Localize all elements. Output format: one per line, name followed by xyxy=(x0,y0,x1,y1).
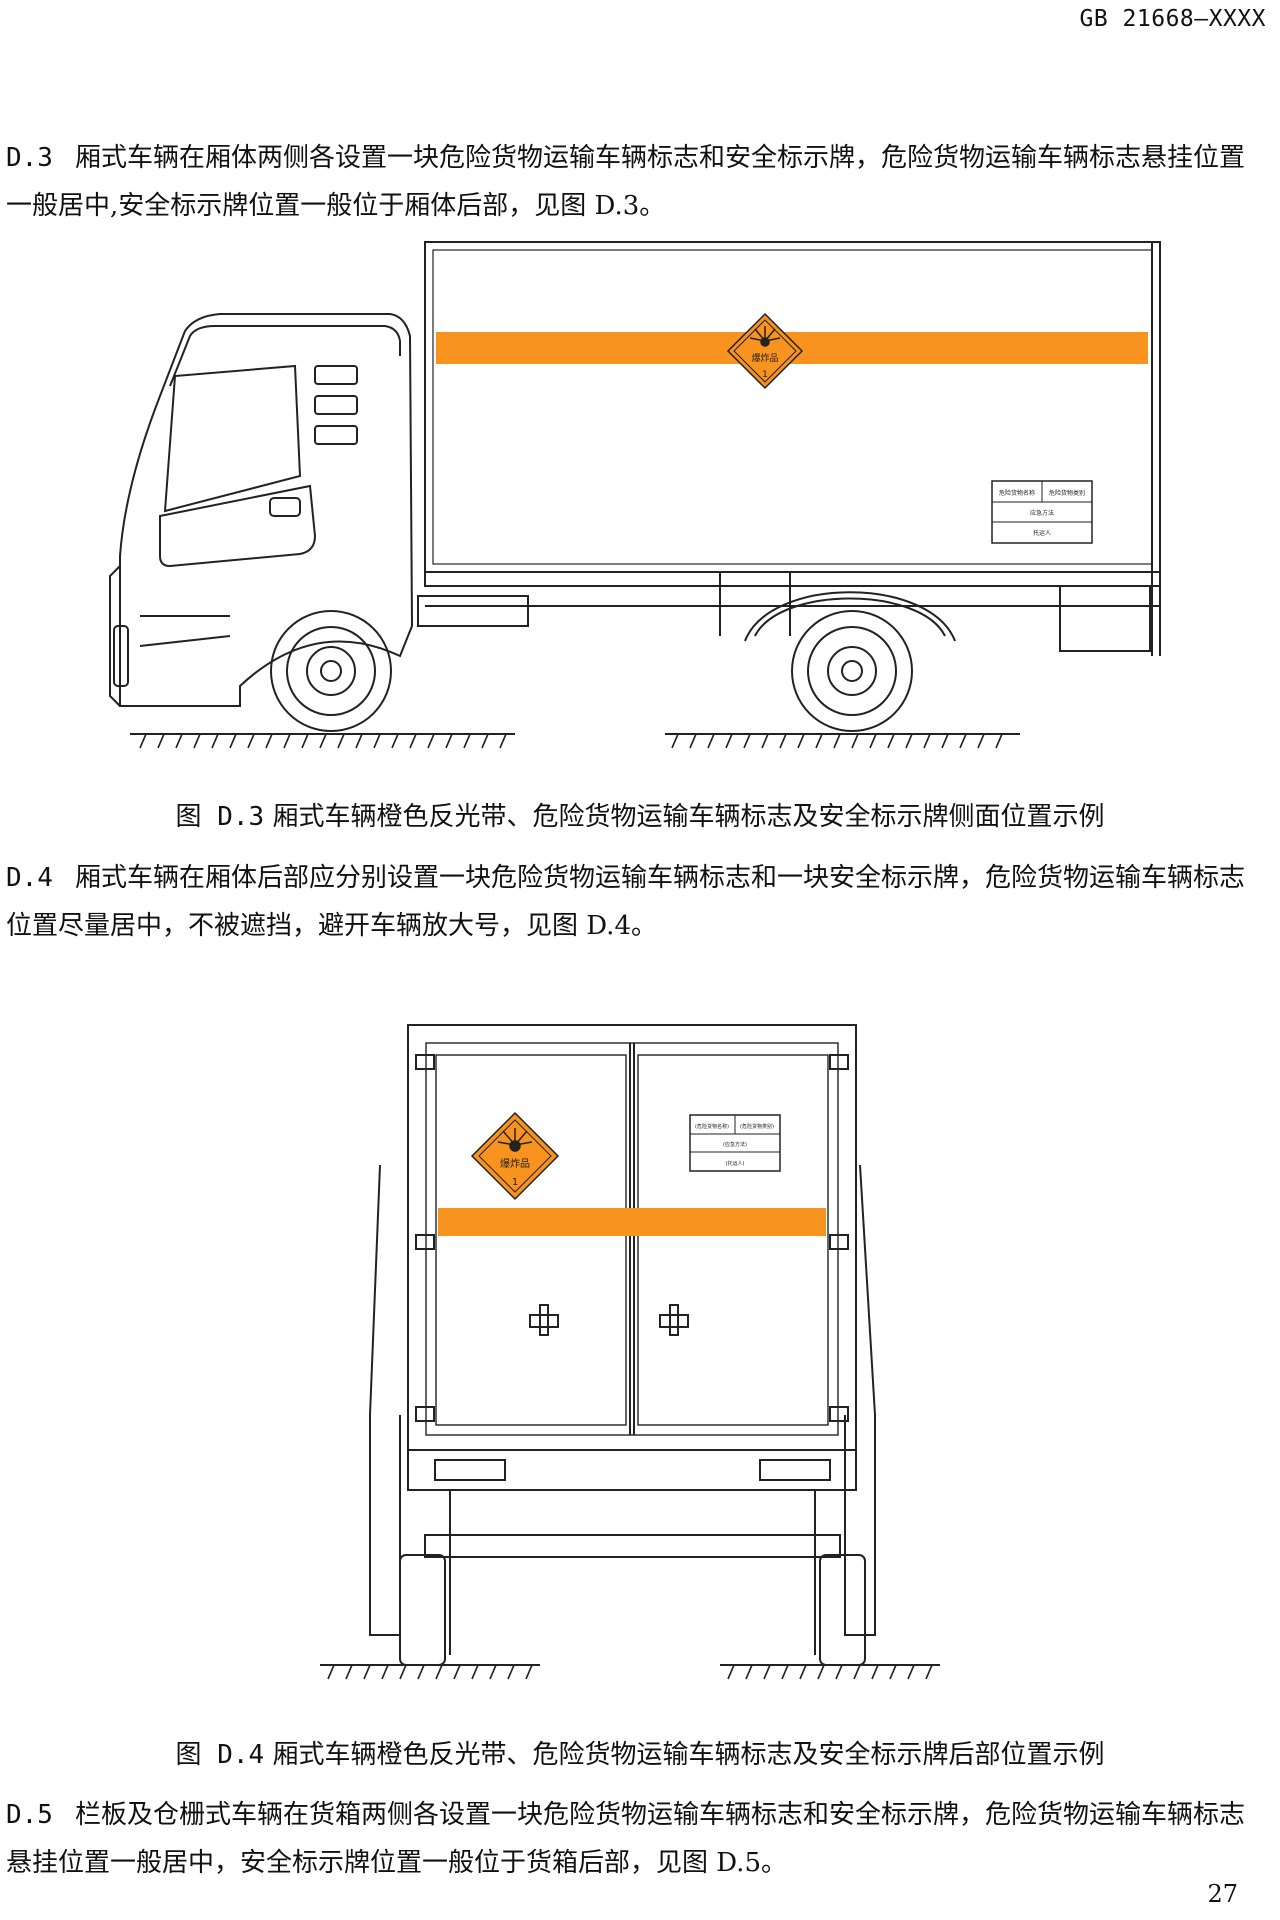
standard-code: GB 21668—XXXX xyxy=(1079,6,1266,32)
svg-text:爆炸品: 爆炸品 xyxy=(500,1158,530,1170)
page-number: 27 xyxy=(1207,1880,1238,1908)
safety-sign-side: 危险货物名称 危险货物类别 应急方法 托运人 xyxy=(991,480,1093,544)
explosion-icon xyxy=(749,326,781,347)
figure-d4-rear-view: 爆炸品 1 (危险货物名称) (危险货物类别) (应急方法) (托运人) xyxy=(320,1024,940,1680)
figure-d3-side-view: 爆炸品 1 危险货物名称 危险货物类别 应急方法 托运人 xyxy=(109,241,1161,749)
hazard-placard: 爆炸品 1 xyxy=(726,312,804,390)
svg-text:(危险货物类别): (危险货物类别) xyxy=(740,1123,774,1130)
svg-text:(托运人): (托运人) xyxy=(726,1160,745,1167)
section-number: D.4 xyxy=(6,863,53,893)
rear-wheel-right xyxy=(819,1554,866,1666)
cab-window xyxy=(163,364,302,513)
rear-wheel-left xyxy=(399,1554,446,1666)
left-door xyxy=(435,1054,627,1426)
safety-sign-rear: (危险货物名称) (危险货物类别) (应急方法) (托运人) xyxy=(689,1114,781,1172)
section-text: 厢式车辆在厢体两侧各设置一块危险货物运输车辆标志和安全标示牌，危险货物运输车辆标… xyxy=(6,143,1245,221)
svg-text:(危险货物名称): (危险货物名称) xyxy=(695,1123,729,1130)
placard-label: 爆炸品 xyxy=(751,352,778,364)
svg-text:危险货物类别: 危险货物类别 xyxy=(1049,489,1085,497)
cargo-box-rear xyxy=(407,1024,857,1451)
svg-text:危险货物名称: 危险货物名称 xyxy=(999,489,1035,497)
truck-cab xyxy=(119,313,414,707)
rear-wheel xyxy=(791,610,913,732)
figure-d3-caption: 图 D.3 厢式车辆橙色反光带、危险货物运输车辆标志及安全标示牌侧面位置示例 xyxy=(175,802,1105,832)
placard-class: 1 xyxy=(762,370,768,380)
svg-text:(应急方法): (应急方法) xyxy=(723,1141,747,1148)
section-number: D.3 xyxy=(6,143,53,173)
section-text: 栏板及仓栅式车辆在货箱两侧各设置一块危险货物运输车辆标志和安全标示牌，危险货物运… xyxy=(6,1800,1245,1878)
explosion-icon xyxy=(497,1128,533,1152)
front-wheel xyxy=(270,610,392,732)
cab-door xyxy=(159,484,317,568)
figure-d4-caption: 图 D.4 厢式车辆橙色反光带、危险货物运输车辆标志及安全标示牌后部位置示例 xyxy=(175,1740,1105,1770)
right-door xyxy=(637,1054,829,1426)
section-number: D.5 xyxy=(6,1800,53,1830)
svg-text:托运人: 托运人 xyxy=(1033,529,1051,537)
reflective-band xyxy=(438,1208,826,1236)
svg-text:1: 1 xyxy=(512,1177,518,1188)
svg-text:应急方法: 应急方法 xyxy=(1030,509,1054,517)
section-text: 厢式车辆在厢体后部应分别设置一块危险货物运输车辆标志和一块安全标示牌，危险货物运… xyxy=(6,863,1245,941)
hazard-placard: 爆炸品 1 xyxy=(470,1111,560,1201)
